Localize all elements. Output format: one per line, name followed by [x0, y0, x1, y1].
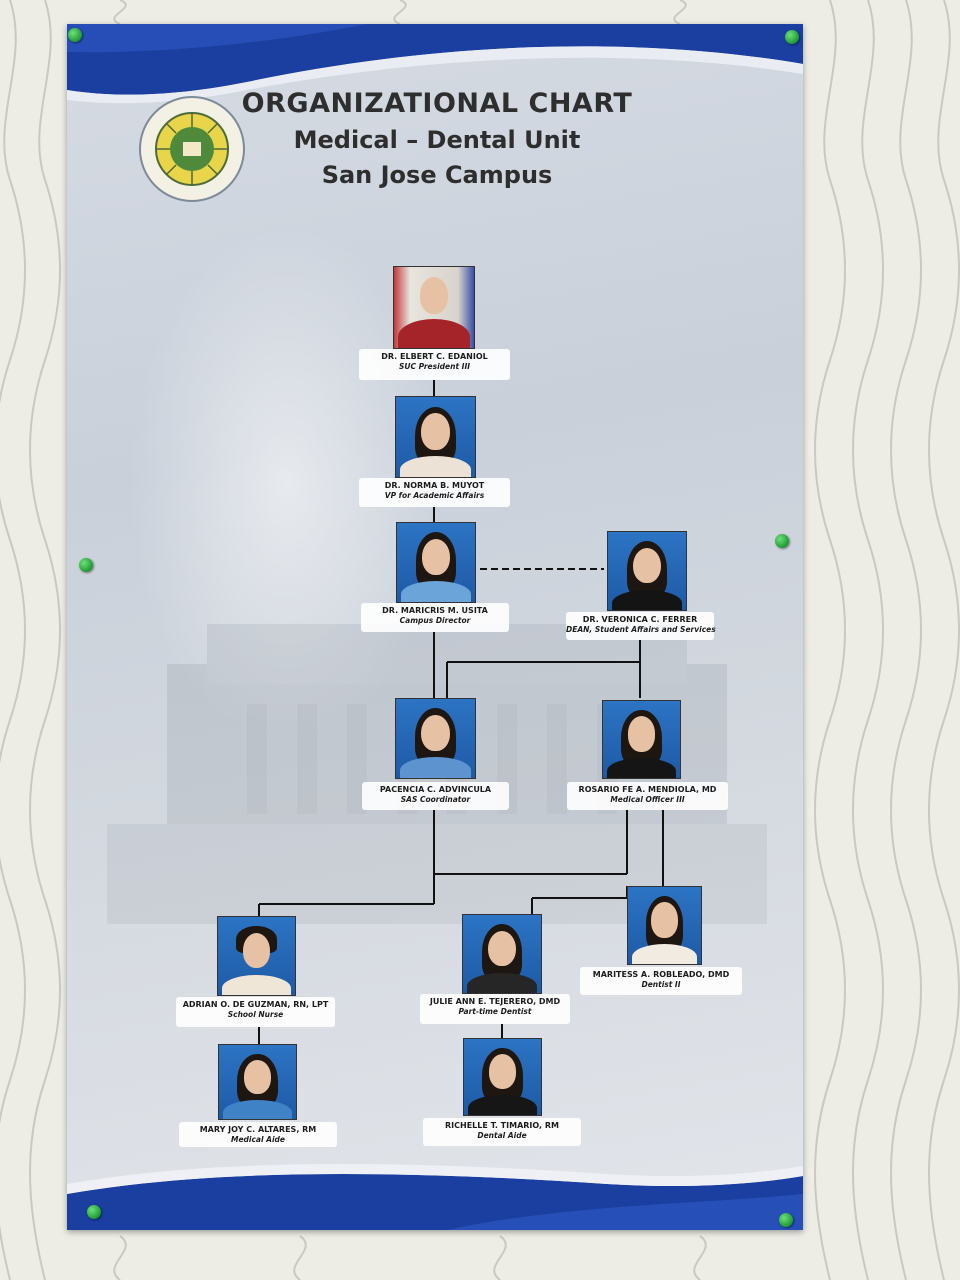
pushpin-middle-right	[775, 534, 789, 548]
title-line-2: Medical – Dental Unit	[293, 126, 581, 154]
photo-usita	[396, 522, 476, 603]
photo-edaniol	[393, 266, 475, 349]
pushpin-top-left	[68, 28, 82, 42]
label-timario: RICHELLE T. TIMARIO, RM Dental Aide	[423, 1118, 581, 1146]
label-tejerero: JULIE ANN E. TEJERERO, DMD Part-time Den…	[420, 994, 570, 1024]
name-mendiola: ROSARIO FE A. MENDIOLA, MD	[578, 785, 717, 794]
label-ferrer: DR. VERONICA C. FERRER DEAN, Student Aff…	[566, 612, 716, 640]
name-usita: DR. MARICRIS M. USITA	[382, 606, 488, 615]
label-advincula: PACENCIA C. ADVINCULA SAS Coordinator	[362, 782, 509, 810]
title-line-3: San Jose Campus	[321, 161, 553, 189]
name-timario: RICHELLE T. TIMARIO, RM	[445, 1121, 559, 1130]
label-edaniol: DR. ELBERT C. EDANIOL SUC President III	[359, 349, 510, 380]
label-deguzman: ADRIAN O. DE GUZMAN, RN, LPT School Nurs…	[176, 997, 335, 1027]
name-advincula: PACENCIA C. ADVINCULA	[379, 785, 492, 794]
position-mendiola: Medical Officer III	[610, 795, 685, 804]
name-deguzman: ADRIAN O. DE GUZMAN, RN, LPT	[182, 1000, 329, 1009]
position-advincula: SAS Coordinator	[400, 795, 471, 804]
name-robleado: MARITESS A. ROBLEADO, DMD	[592, 970, 730, 979]
photo-altares	[218, 1044, 297, 1120]
position-usita: Campus Director	[399, 616, 471, 625]
photo-tejerero	[462, 914, 542, 994]
position-altares: Medical Aide	[230, 1135, 285, 1144]
position-ferrer: DEAN, Student Affairs and Services	[566, 625, 716, 634]
name-ferrer: DR. VERONICA C. FERRER	[582, 615, 698, 624]
position-tejerero: Part-time Dentist	[458, 1007, 532, 1016]
name-edaniol: DR. ELBERT C. EDANIOL	[381, 352, 488, 361]
chart-title: ORGANIZATIONAL CHART Medical – Dental Un…	[227, 90, 647, 187]
pushpin-bottom-right	[779, 1213, 793, 1227]
position-deguzman: School Nurse	[227, 1010, 284, 1019]
photo-advincula	[395, 698, 476, 779]
photo-muyot	[395, 396, 476, 478]
photo-mendiola	[602, 700, 681, 779]
pushpin-middle-left	[79, 558, 93, 572]
pushpin-top-right	[785, 30, 799, 44]
pushpin-bottom-left	[87, 1205, 101, 1219]
position-edaniol: SUC President III	[398, 362, 471, 371]
college-seal-logo	[139, 96, 245, 202]
label-mendiola: ROSARIO FE A. MENDIOLA, MD Medical Offic…	[567, 782, 728, 810]
photo-timario	[463, 1038, 542, 1116]
name-muyot: DR. NORMA B. MUYOT	[384, 481, 485, 490]
photo-robleado	[627, 886, 702, 965]
title-line-1: ORGANIZATIONAL CHART	[241, 88, 633, 119]
photo-ferrer	[607, 531, 687, 611]
bottom-wave-banner	[67, 1163, 803, 1230]
name-tejerero: JULIE ANN E. TEJERERO, DMD	[429, 997, 561, 1006]
name-altares: MARY JOY C. ALTARES, RM	[199, 1125, 317, 1134]
position-robleado: Dentist II	[641, 980, 681, 989]
position-muyot: VP for Academic Affairs	[384, 491, 485, 500]
photo-deguzman	[217, 916, 296, 996]
top-wave-banner	[67, 24, 803, 104]
label-usita: DR. MARICRIS M. USITA Campus Director	[361, 603, 509, 632]
label-muyot: DR. NORMA B. MUYOT VP for Academic Affai…	[359, 478, 510, 507]
label-robleado: MARITESS A. ROBLEADO, DMD Dentist II	[580, 967, 742, 995]
position-timario: Dental Aide	[477, 1131, 527, 1140]
label-altares: MARY JOY C. ALTARES, RM Medical Aide	[179, 1122, 337, 1147]
